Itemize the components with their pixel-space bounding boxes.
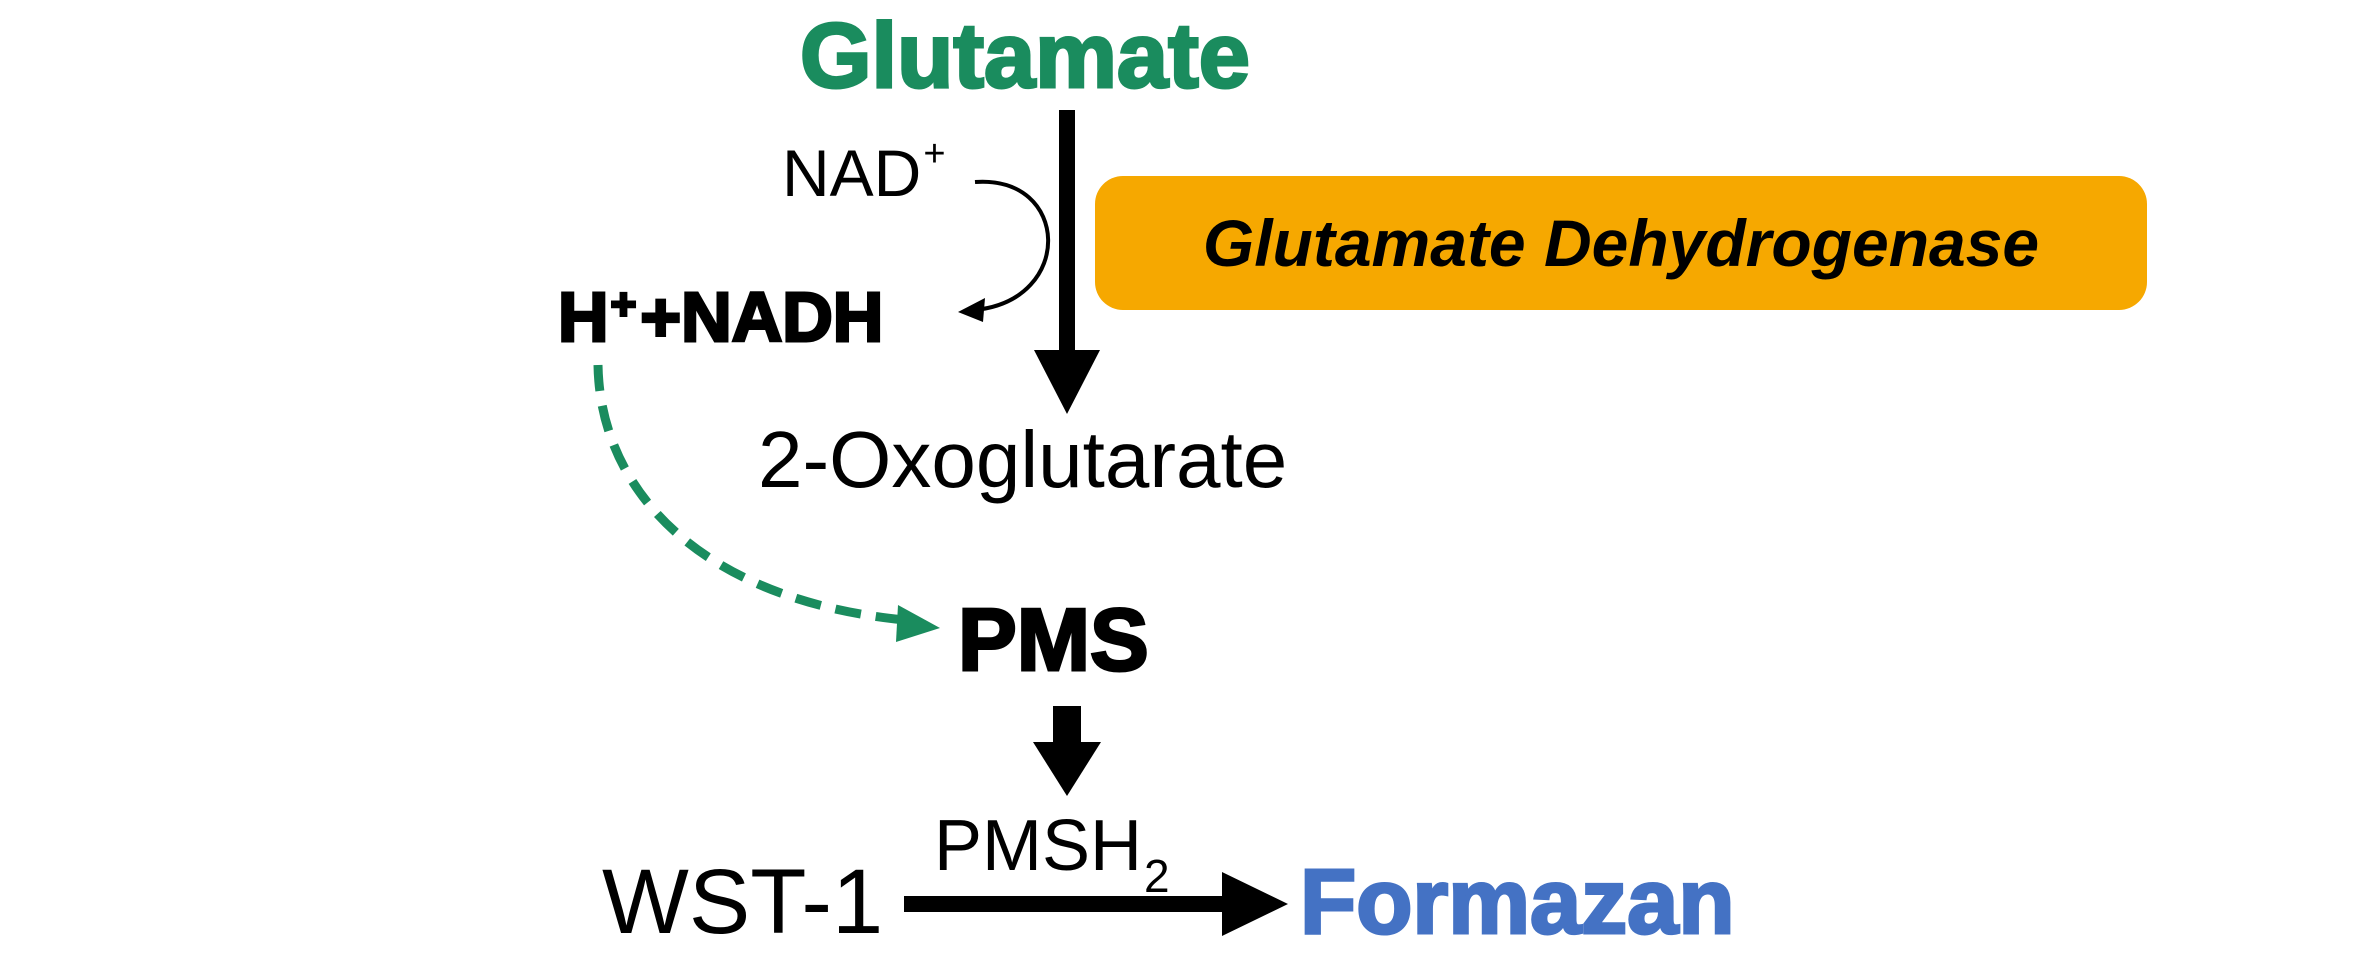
pms-down-arrow-head [1033,742,1101,796]
nadh-text: +NADH [639,278,885,356]
pmsh2-label: PMSH2 [934,810,1170,899]
nad-superscript: + [923,133,946,175]
pms-down-arrow-shaft [1053,706,1081,746]
cofactor-curve-arrow-head [958,298,985,322]
pmsh-subscript: 2 [1144,850,1170,902]
nadh-to-pms-dashed-arrow [593,364,906,625]
oxoglutarate-label: 2-Oxoglutarate [758,415,1288,504]
cofactor-curve-arrow [974,179,1051,312]
pms-label: PMS [957,590,1151,689]
glutamate-label: Glutamate [799,5,1252,107]
nadh-to-pms-arrow-head [896,605,940,642]
wst1-label: WST-1 [602,851,884,953]
proton-text: H [557,278,611,356]
nad-text: NAD [782,136,922,210]
wst-to-formazan-arrow-head [1222,872,1288,936]
h-plus-nadh-label: H++NADH [557,280,885,354]
wst-to-formazan-arrow-shaft [904,896,1234,912]
enzyme-box: Glutamate Dehydrogenase [1095,176,2147,310]
main-reaction-arrow-head [1034,350,1100,414]
nad-plus-label: NAD+ [782,135,946,206]
pmsh-text: PMSH [934,806,1143,886]
formazan-label: Formazan [1299,851,1737,953]
enzyme-label: Glutamate Dehydrogenase [1202,206,2040,280]
proton-superscript: + [609,280,638,329]
